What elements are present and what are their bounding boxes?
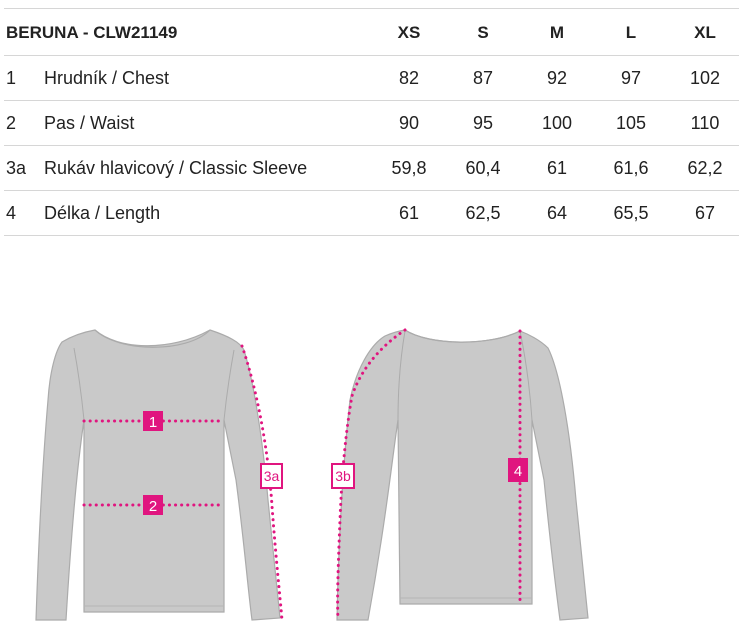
measure-number: 1 <box>6 68 17 88</box>
marker-waist-label: 2 <box>149 498 157 515</box>
shirt-back <box>336 329 589 621</box>
measure-value: 62,5 <box>465 203 501 223</box>
marker-sleeve-3a: 3a <box>260 463 283 489</box>
measure-value: 59,8 <box>391 158 427 178</box>
measure-label: Rukáv hlavicový / Classic Sleeve <box>44 158 308 178</box>
measure-value: 100 <box>541 113 573 133</box>
marker-sleeve-3b: 3b <box>331 463 355 489</box>
product-title: BERUNA - CLW21149 <box>6 23 178 42</box>
shirt-back-body <box>336 329 589 621</box>
measure-value: 87 <box>472 68 494 88</box>
measure-number: 3a <box>6 158 27 178</box>
measure-number: 2 <box>6 113 17 133</box>
measure-value: 97 <box>620 68 642 88</box>
sleeve-3b-measure-line <box>336 328 407 622</box>
marker-chest: 1 <box>143 411 163 431</box>
marker-waist: 2 <box>143 495 163 515</box>
size-header-xs: XS <box>397 23 421 42</box>
back-raglan-seam <box>519 330 533 421</box>
measure-label: Pas / Waist <box>44 113 135 133</box>
table-row: 3a Rukáv hlavicový / Classic Sleeve 59,8… <box>4 146 739 191</box>
measure-value: 102 <box>689 68 721 88</box>
table-row: 2 Pas / Waist 90 95 100 105 110 <box>4 101 739 146</box>
measure-value: 61,6 <box>613 158 649 178</box>
size-header-m: M <box>549 23 565 42</box>
marker-sleeve-3a-label: 3a <box>264 468 280 484</box>
back-raglan-seam <box>397 330 406 421</box>
measure-value: 62,2 <box>687 158 723 178</box>
measure-value: 60,4 <box>465 158 501 178</box>
measure-value: 65,5 <box>613 203 649 223</box>
front-neckline <box>94 329 211 348</box>
size-header-l: L <box>625 23 637 42</box>
front-sleeve-seam <box>223 349 235 421</box>
measure-value: 61 <box>546 158 568 178</box>
front-sleeve-seam <box>73 347 85 421</box>
back-neckline <box>404 329 521 343</box>
measure-value: 95 <box>472 113 494 133</box>
measure-value: 92 <box>546 68 568 88</box>
shirt-front <box>35 329 281 621</box>
shirt-front-body <box>35 329 281 621</box>
measure-label: Hrudník / Chest <box>44 68 170 88</box>
measurement-diagram: 1 2 3a 3b 4 <box>0 300 739 637</box>
size-header-xl: XL <box>694 23 716 42</box>
marker-chest-label: 1 <box>149 414 157 431</box>
table-header-row: BERUNA - CLW21149 XS S M L XL <box>4 8 739 56</box>
measure-number: 4 <box>6 203 17 223</box>
measure-value: 64 <box>546 203 568 223</box>
size-header-s: S <box>477 23 489 42</box>
measure-value: 105 <box>615 113 647 133</box>
measure-label: Délka / Length <box>44 203 161 223</box>
marker-sleeve-3b-label: 3b <box>335 468 351 484</box>
table-row: 1 Hrudník / Chest 82 87 92 97 102 <box>4 56 739 101</box>
measure-value: 90 <box>398 113 420 133</box>
table-row: 4 Délka / Length 61 62,5 64 65,5 67 <box>4 191 739 236</box>
measure-value: 61 <box>398 203 420 223</box>
measure-value: 82 <box>398 68 420 88</box>
sleeve-3a-measure-line <box>240 344 284 622</box>
measure-value: 110 <box>690 113 720 133</box>
measure-value: 67 <box>694 203 716 223</box>
marker-length: 4 <box>508 458 528 482</box>
marker-length-label: 4 <box>514 463 522 480</box>
